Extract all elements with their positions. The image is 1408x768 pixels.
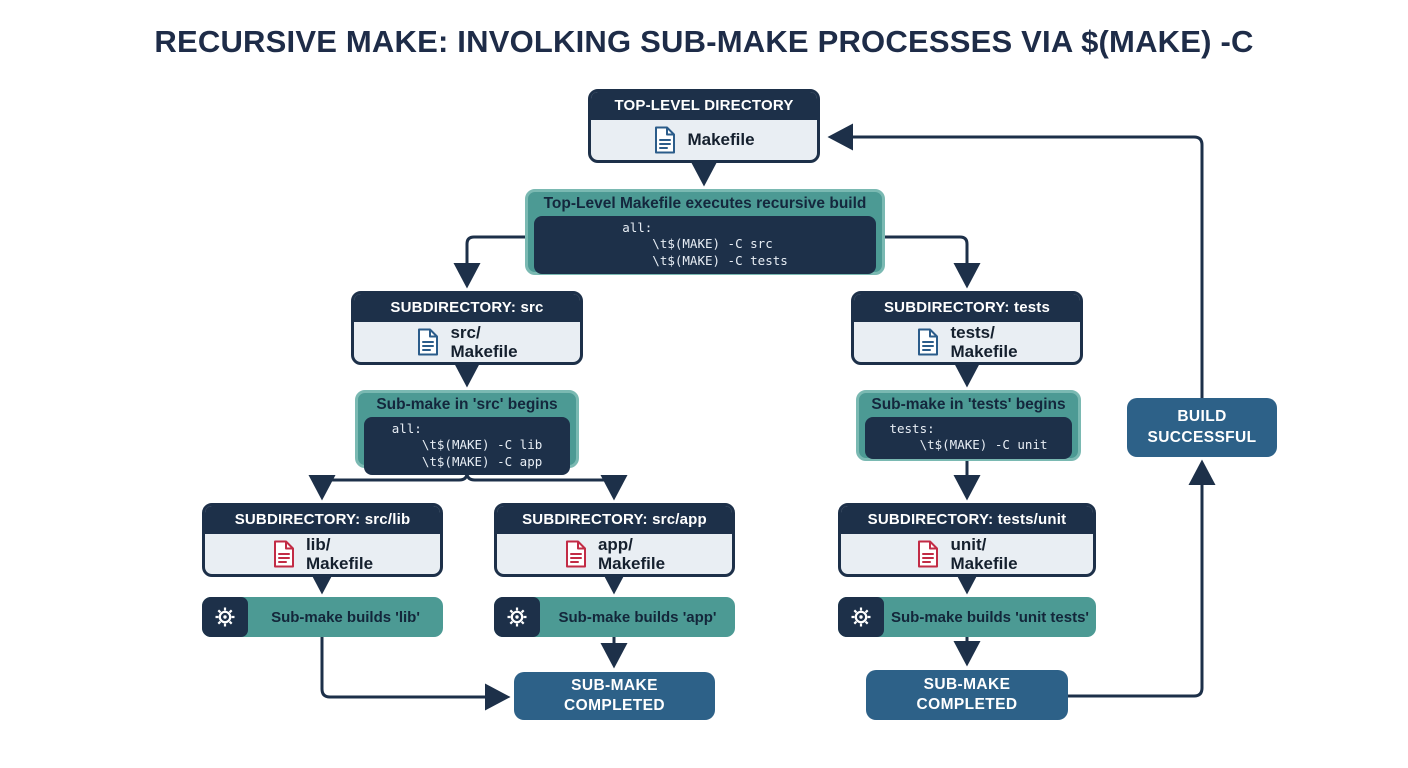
arrow-rootstep-to-tests (885, 235, 981, 289)
file-name: tests/ Makefile (950, 322, 1018, 361)
step-label: Top-Level Makefile executes recursive bu… (543, 195, 867, 212)
makefile-document-icon (565, 540, 586, 568)
arrow-buildsuccessful-to-toplevel (827, 123, 1204, 398)
arrow-buildlib-to-donecenter (320, 637, 511, 711)
node-body: Makefile (591, 120, 817, 160)
makefile-document-icon (418, 328, 439, 356)
diagram-title: RECURSIVE MAKE: INVOLKING SUB-MAKE PROCE… (154, 24, 1254, 59)
node-submake-completed-right: SUB-MAKE COMPLETED (866, 670, 1068, 720)
file-name: app/ Makefile (597, 534, 666, 573)
status-text: COMPLETED (916, 696, 1018, 713)
node-root-recipe: Top-Level Makefile executes recursive bu… (525, 189, 885, 275)
node-submake-completed-center: SUB-MAKE COMPLETED (514, 672, 715, 720)
code-block: all: \t$(MAKE) -C lib \t$(MAKE) -C app (364, 417, 570, 475)
status-text: SUCCESSFUL (1147, 428, 1257, 446)
arrow-rootstep-to-src (453, 235, 525, 289)
node-src-step: Sub-make in 'src' begins all: \t$(MAKE) … (355, 390, 579, 475)
status-text: BUILD (1177, 408, 1227, 426)
step-label: Sub-make in 'src' begins (376, 396, 558, 413)
node-build-lib: Sub-make builds 'lib' (202, 597, 443, 637)
status-text: COMPLETED (564, 697, 665, 714)
code-line: \t$(MAKE) -C tests (622, 252, 788, 268)
node-build-unit-tests: Sub-make builds 'unit tests' (838, 597, 1096, 637)
gear-icon (838, 597, 884, 637)
file-name: lib/ Makefile (305, 534, 374, 573)
status-text: SUB-MAKE (571, 676, 658, 694)
code-line: \t$(MAKE) -C lib (391, 437, 543, 453)
makefile-document-icon (918, 328, 939, 356)
code-line: \t$(MAKE) -C src (622, 236, 773, 252)
code-line: \t$(MAKE) -C unit (889, 437, 1048, 453)
node-build-app: Sub-make builds 'app' (494, 597, 735, 637)
code-line: tests: (889, 421, 935, 436)
node-body: tests/ Makefile (854, 322, 1080, 362)
node-body: unit/ Makefile (841, 534, 1093, 574)
node-header: TOP-LEVEL DIRECTORY (591, 92, 817, 120)
code-line: \t$(MAKE) -C app (391, 453, 543, 469)
code-block: all: \t$(MAKE) -C src \t$(MAKE) -C tests (534, 216, 876, 274)
status-text: SUB-MAKE (923, 675, 1011, 693)
code-line: all: (622, 220, 653, 235)
step-label: Sub-make builds 'unit tests' (891, 608, 1089, 626)
makefile-document-icon (918, 540, 939, 568)
gear-icon (202, 597, 248, 637)
file-name: unit/ Makefile (950, 534, 1018, 573)
file-name: src/ Makefile (450, 322, 518, 361)
arrow-srcstep-to-srcapp (465, 468, 628, 501)
node-subdirectory-src-lib: SUBDIRECTORY: src/lib lib/ Makefile (202, 503, 443, 577)
code-block: tests: \t$(MAKE) -C unit (865, 417, 1072, 459)
node-tests-step: Sub-make in 'tests' begins tests: \t$(MA… (856, 390, 1081, 461)
node-body: lib/ Makefile (205, 534, 440, 574)
node-body: app/ Makefile (497, 534, 732, 574)
node-subdirectory-tests: SUBDIRECTORY: tests tests/ Makefile (851, 291, 1083, 365)
makefile-document-icon (273, 540, 294, 568)
node-top-level-directory: TOP-LEVEL DIRECTORY Makefile (588, 89, 820, 163)
step-label: Sub-make builds 'app' (558, 608, 717, 626)
code-line: all: (391, 421, 422, 436)
node-header: SUBDIRECTORY: tests (854, 294, 1080, 322)
node-header: SUBDIRECTORY: src/app (497, 506, 732, 534)
arrow-doneright-to-buildsuccessful (1068, 459, 1216, 698)
step-label: Sub-make in 'tests' begins (871, 396, 1066, 413)
node-subdirectory-src-app: SUBDIRECTORY: src/app app/ Makefile (494, 503, 735, 577)
node-header: SUBDIRECTORY: tests/unit (841, 506, 1093, 534)
node-body: src/ Makefile (354, 322, 580, 362)
gear-icon (494, 597, 540, 637)
node-header: SUBDIRECTORY: src/lib (205, 506, 440, 534)
step-label: Sub-make builds 'lib' (271, 608, 420, 626)
file-name: Makefile (687, 130, 755, 150)
node-subdirectory-tests-unit: SUBDIRECTORY: tests/unit unit/ Makefile (838, 503, 1096, 577)
makefile-document-icon (655, 126, 676, 154)
node-build-successful: BUILD SUCCESSFUL (1127, 398, 1277, 457)
node-header: SUBDIRECTORY: src (354, 294, 580, 322)
node-subdirectory-src: SUBDIRECTORY: src src/ Makefile (351, 291, 583, 365)
